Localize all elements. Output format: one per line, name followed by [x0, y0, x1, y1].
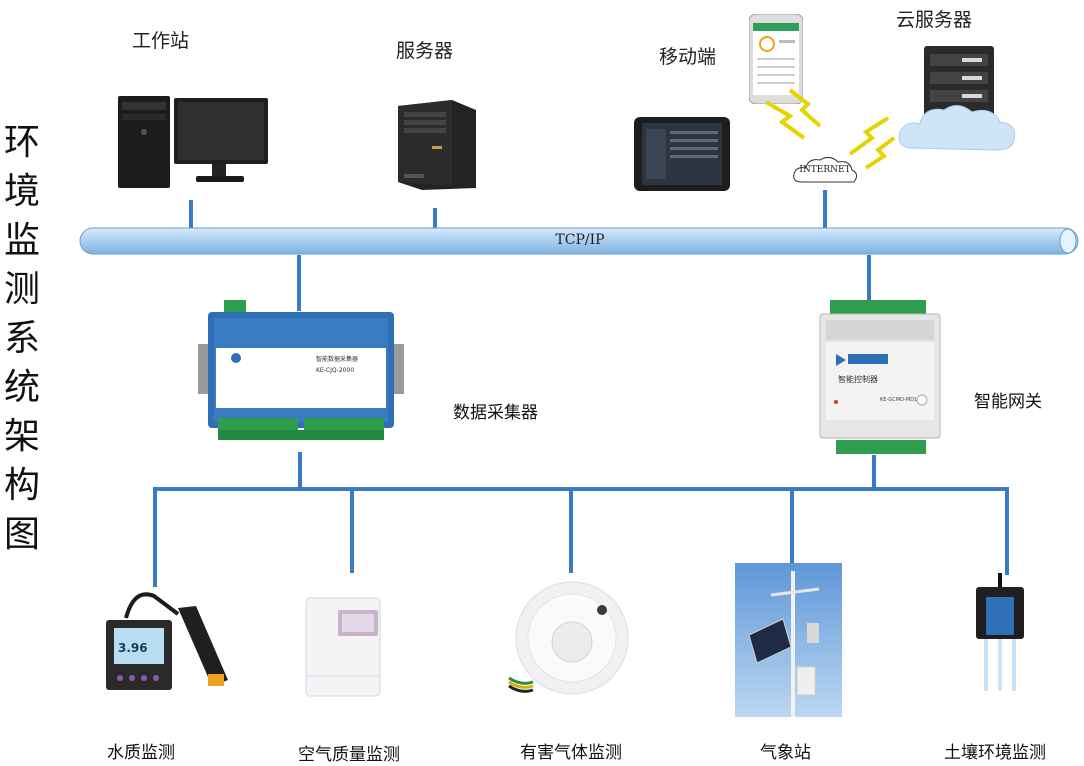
soil-sensor-icon: [972, 573, 1032, 695]
collector-device-text: 智能数据采集器: [316, 356, 359, 363]
air-quality-label: 空气质量监测: [298, 745, 400, 765]
title-char: 图: [3, 514, 40, 555]
mobile-label: 移动端: [659, 46, 717, 68]
phone-icon: [749, 14, 803, 104]
internet-cloud-icon: [790, 152, 860, 192]
lightning-icon: [838, 114, 898, 172]
title-char: 统: [3, 367, 40, 408]
lightning-icon: [760, 86, 830, 146]
connector-line: [1005, 487, 1009, 575]
connector-line: [297, 255, 301, 311]
connector-line: [872, 455, 876, 490]
server-icon: [392, 96, 482, 192]
weather-station-icon: [735, 563, 842, 717]
water-reading: 3.96: [118, 641, 148, 655]
server-label: 服务器: [396, 40, 454, 62]
connector-line: [790, 487, 794, 563]
connector-line: [350, 487, 354, 573]
collector-model: KE-CJQ-2000: [316, 367, 355, 374]
water-quality-label: 水质监测: [107, 743, 175, 763]
internet-label: INTERNET: [799, 165, 851, 175]
tcp-ip-bus: TCP/IP: [78, 227, 1082, 255]
air-quality-sensor-icon: [304, 596, 382, 698]
gas-label: 有害气体监测: [520, 743, 622, 763]
soil-label: 土壤环境监测: [944, 743, 1046, 763]
gateway-model: KE-GCMD-MD1: [880, 397, 918, 403]
title-char: 环: [3, 122, 40, 163]
connector-line: [867, 255, 871, 303]
cloud-server-label: 云服务器: [896, 9, 973, 31]
sensor-bus-line: [153, 487, 1009, 491]
title-char: 测: [3, 269, 40, 310]
connector-line: [433, 208, 437, 228]
title-char: 构: [3, 465, 40, 506]
connector-line: [153, 487, 157, 587]
weather-label: 气象站: [760, 743, 811, 763]
collector-label: 数据采集器: [453, 403, 538, 423]
water-quality-sensor-icon: [104, 588, 236, 692]
title-char: 监: [3, 220, 40, 261]
diagram-title: 环 境 监 测 系 统 架 构 图: [0, 118, 44, 559]
cloud-server-icon: [896, 40, 1020, 158]
connector-line: [298, 452, 302, 490]
connector-line: [189, 200, 193, 228]
workstation-label: 工作站: [132, 30, 190, 52]
bus-label: TCP/IP: [555, 232, 605, 248]
gas-sensor-icon: [505, 578, 635, 702]
smart-gateway-icon: [818, 298, 944, 456]
title-char: 架: [3, 416, 40, 457]
tablet-icon: [634, 117, 730, 191]
gateway-label: 智能网关: [974, 392, 1042, 412]
connector-line: [823, 190, 827, 228]
title-char: 系: [3, 318, 40, 359]
connector-line: [569, 487, 573, 573]
title-char: 境: [3, 171, 40, 212]
data-collector-icon: [198, 300, 404, 446]
workstation-icon: [112, 92, 272, 192]
gateway-device-text: 智能控制器: [838, 375, 878, 384]
